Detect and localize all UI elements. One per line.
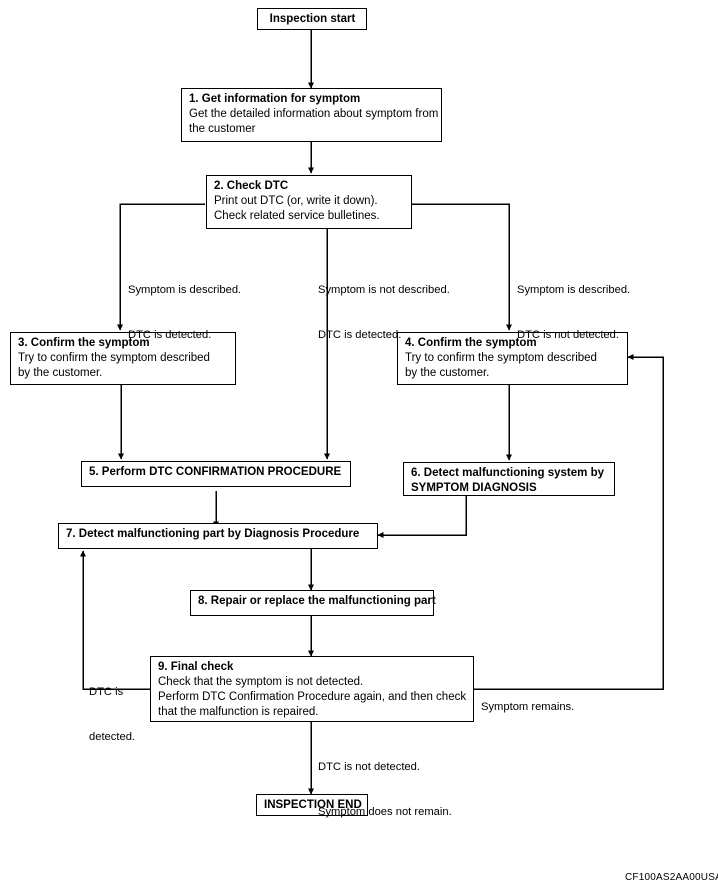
- node-step-8-title: 8. Repair or replace the malfunctioning …: [198, 595, 436, 607]
- node-step-2-line-1: Print out DTC (or, write it down).: [214, 195, 378, 207]
- edge-step2-to-step3: [117, 203, 205, 331]
- node-inspection-start-title: Inspection start: [269, 13, 356, 25]
- edge-label-dtc-detected-loop-line-2: detected.: [89, 731, 136, 743]
- node-step-7[interactable]: 7. Detect malfunctioning part by Diagnos…: [58, 523, 378, 549]
- node-step-1-line-2: the customer: [189, 123, 256, 135]
- node-step-8[interactable]: 8. Repair or replace the malfunctioning …: [190, 590, 436, 616]
- node-step-6-title-2: SYMPTOM DIAGNOSIS: [411, 482, 537, 494]
- edge-label-final-result-line-2: Symptom does not remain.: [318, 806, 452, 818]
- node-step-5[interactable]: 5. Perform DTC CONFIRMATION PROCEDURE: [81, 461, 351, 487]
- node-step-2-line-2: Check related service bulletines.: [214, 210, 380, 222]
- node-step-1-line-1: Get the detailed information about sympt…: [189, 108, 439, 120]
- edge-label-right-branch-line-1: Symptom is described.: [517, 284, 631, 296]
- edge-label-final-result-line-1: DTC is not detected.: [318, 761, 420, 773]
- edge-step9-to-step7-loop: [80, 550, 150, 690]
- edge-label-dtc-detected-loop-line-1: DTC is: [89, 686, 124, 698]
- edge-label-left-branch: Symptom is described. DTC is detected.: [128, 253, 241, 373]
- node-step-5-title: 5. Perform DTC CONFIRMATION PROCEDURE: [89, 466, 342, 478]
- edge-step6-to-step7: [377, 495, 467, 538]
- node-step-9[interactable]: 9. Final check Check that the symptom is…: [150, 656, 474, 722]
- node-step-4-line-2: by the customer.: [405, 367, 490, 379]
- edge-label-middle-branch: Symptom is not described. DTC is detecte…: [318, 253, 450, 373]
- node-step-9-line-2: Perform DTC Confirmation Procedure again…: [158, 691, 467, 703]
- edge-label-symptom-remains-loop: Symptom remains.: [481, 670, 574, 745]
- document-code: CF100AS2AA00USA: [625, 872, 718, 883]
- edge-label-right-branch-line-2: DTC is not detected.: [517, 329, 619, 341]
- node-step-3-title: 3. Confirm the symptom: [18, 337, 150, 349]
- edge-label-right-branch: Symptom is described. DTC is not detecte…: [517, 253, 630, 373]
- edge-label-middle-branch-line-1: Symptom is not described.: [318, 284, 450, 296]
- edge-label-symptom-remains-loop-line-1: Symptom remains.: [481, 701, 575, 713]
- node-step-3-line-1: Try to confirm the symptom described: [18, 352, 210, 364]
- node-step-4[interactable]: 4. Confirm the symptom Try to confirm th…: [397, 332, 628, 385]
- node-step-4-line-1: Try to confirm the symptom described: [405, 352, 597, 364]
- edge-label-middle-branch-line-2: DTC is detected.: [318, 329, 402, 341]
- node-inspection-end[interactable]: INSPECTION END: [256, 794, 368, 816]
- node-step-4-title: 4. Confirm the symptom: [405, 337, 537, 349]
- node-step-9-line-3: that the malfunction is repaired.: [158, 706, 319, 718]
- node-step-2[interactable]: 2. Check DTC Print out DTC (or, write it…: [206, 175, 412, 229]
- node-step-3[interactable]: 3. Confirm the symptom Try to confirm th…: [10, 332, 236, 385]
- node-inspection-start[interactable]: Inspection start: [257, 8, 367, 30]
- node-step-9-line-1: Check that the symptom is not detected.: [158, 676, 364, 688]
- edge-step9-to-step4-loop: [474, 354, 664, 690]
- edge-step2-to-step4: [412, 203, 512, 331]
- node-step-9-title: 9. Final check: [158, 661, 234, 673]
- node-inspection-end-title: INSPECTION END: [264, 799, 362, 811]
- edge-label-final-result: DTC is not detected. Symptom does not re…: [318, 730, 452, 850]
- edge-label-left-branch-line-1: Symptom is described.: [128, 284, 242, 296]
- edge-label-left-branch-line-2: DTC is detected.: [128, 329, 212, 341]
- edge-label-dtc-detected-loop: DTC is detected.: [89, 655, 135, 775]
- node-step-6[interactable]: 6. Detect malfunctioning system by SYMPT…: [403, 462, 615, 496]
- node-step-3-line-2: by the customer.: [18, 367, 103, 379]
- node-step-1-title: 1. Get information for symptom: [189, 93, 361, 105]
- node-step-6-title: 6. Detect malfunctioning system by: [411, 467, 604, 479]
- node-step-2-title: 2. Check DTC: [214, 180, 289, 192]
- node-step-7-title: 7. Detect malfunctioning part by Diagnos…: [66, 528, 360, 540]
- node-step-1[interactable]: 1. Get information for symptom Get the d…: [181, 88, 442, 142]
